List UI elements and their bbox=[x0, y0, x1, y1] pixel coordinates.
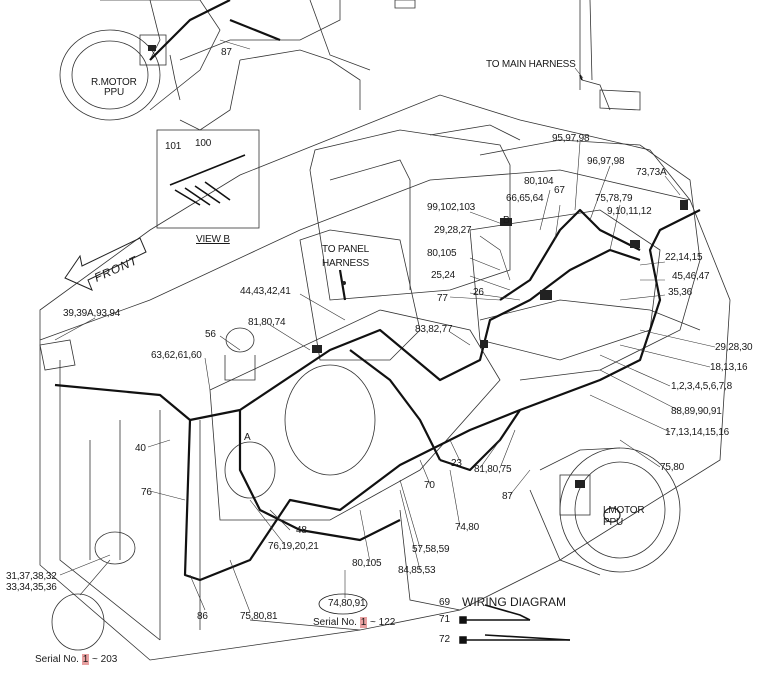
label-25: 25,24 bbox=[431, 270, 456, 281]
legend-72: 72 bbox=[439, 634, 451, 645]
legend-71: 71 bbox=[439, 614, 451, 625]
label-18: 18,13,16 bbox=[710, 362, 748, 373]
label-80-105-r: 80,105 bbox=[427, 248, 457, 259]
label-to-main-harness: TO MAIN HARNESS bbox=[486, 59, 576, 70]
serial-no-122: Serial No. 1 ~ 122 bbox=[313, 617, 396, 628]
label-39: 39,39A,93,94 bbox=[63, 308, 121, 319]
label-26: 26 bbox=[473, 287, 484, 298]
label-76: 76 bbox=[141, 487, 152, 498]
label-77: 77 bbox=[437, 293, 448, 304]
label-73: 73,73A bbox=[636, 167, 667, 178]
label-88: 88,89,90,91 bbox=[671, 406, 722, 417]
label-99: 99,102,103 bbox=[427, 202, 476, 213]
label-80-105-b: 80,105 bbox=[352, 558, 382, 569]
label-75-80-r: 75,80 bbox=[660, 462, 685, 473]
label-44: 44,43,42,41 bbox=[240, 286, 291, 297]
label-81-74: 81,80,74 bbox=[248, 317, 286, 328]
r-motor-drawing bbox=[59, 0, 371, 131]
harness-main bbox=[54, 209, 701, 582]
label-ppu-right: PPU bbox=[603, 517, 623, 528]
label-48: 48 bbox=[296, 525, 307, 536]
label-87-bot: 87 bbox=[502, 491, 513, 502]
label-40: 40 bbox=[135, 443, 146, 454]
label-96: 96,97,98 bbox=[587, 156, 625, 167]
label-lmotor: LMOTOR bbox=[603, 505, 645, 516]
label-80-104: 80,104 bbox=[524, 176, 554, 187]
viewb-label-101: 101 bbox=[165, 141, 182, 152]
label-35: 35,36 bbox=[668, 287, 693, 298]
label-29-r: 29,28,30 bbox=[715, 342, 753, 353]
legend-title: WIRING DIAGRAM bbox=[462, 595, 566, 609]
viewb-caption: VIEW B bbox=[196, 234, 230, 245]
label-33: 33,34,35,36 bbox=[6, 582, 57, 593]
viewb-label-100: 100 bbox=[195, 138, 212, 149]
label-45: 45,46,47 bbox=[672, 271, 710, 282]
label-B: B bbox=[503, 215, 510, 226]
label-9: 9,10,11,12 bbox=[607, 206, 652, 217]
front-arrow-shape bbox=[64, 237, 147, 291]
label-1: 1,2,3,4,5,6,7,8 bbox=[671, 381, 732, 392]
label-76-19: 76,19,20,21 bbox=[268, 541, 319, 552]
label-63: 63,62,61,60 bbox=[151, 350, 202, 361]
label-75-80-81: 75,80,81 bbox=[240, 611, 278, 622]
label-83: 83,82,77 bbox=[415, 324, 453, 335]
label-84: 84,85,53 bbox=[398, 565, 436, 576]
label-74-80-91: 74,80,91 bbox=[328, 598, 366, 609]
label-86: 86 bbox=[197, 611, 208, 622]
label-22: 22,14,15 bbox=[665, 252, 703, 263]
legend-69: 69 bbox=[439, 597, 451, 608]
label-29-top: 29,28,27 bbox=[434, 225, 472, 236]
label-66: 66,65,64 bbox=[506, 193, 544, 204]
label-31: 31,37,38,32 bbox=[6, 571, 57, 582]
label-56: 56 bbox=[205, 329, 216, 340]
label-70: 70 bbox=[424, 480, 435, 491]
label-74-80: 74,80 bbox=[455, 522, 480, 533]
label-r-motor: R.MOTOR bbox=[91, 77, 137, 88]
label-ppu-left: PPU bbox=[104, 87, 124, 98]
label-75-78: 75,78,79 bbox=[595, 193, 633, 204]
label-87-top: 87 bbox=[221, 47, 232, 58]
serial-no-203: Serial No. 1 ~ 203 bbox=[35, 654, 118, 665]
label-23: 23 bbox=[451, 458, 462, 469]
label-to-panel: TO PANEL bbox=[322, 244, 369, 255]
label-67: 67 bbox=[554, 185, 565, 196]
label-95: 95,97,98 bbox=[552, 133, 590, 144]
label-81-75: 81,80,75 bbox=[474, 464, 512, 475]
label-17: 17,13,14,15,16 bbox=[665, 427, 729, 438]
label-harness: HARNESS bbox=[322, 258, 369, 269]
label-57: 57,58,59 bbox=[412, 544, 450, 555]
label-A: A bbox=[244, 432, 251, 443]
